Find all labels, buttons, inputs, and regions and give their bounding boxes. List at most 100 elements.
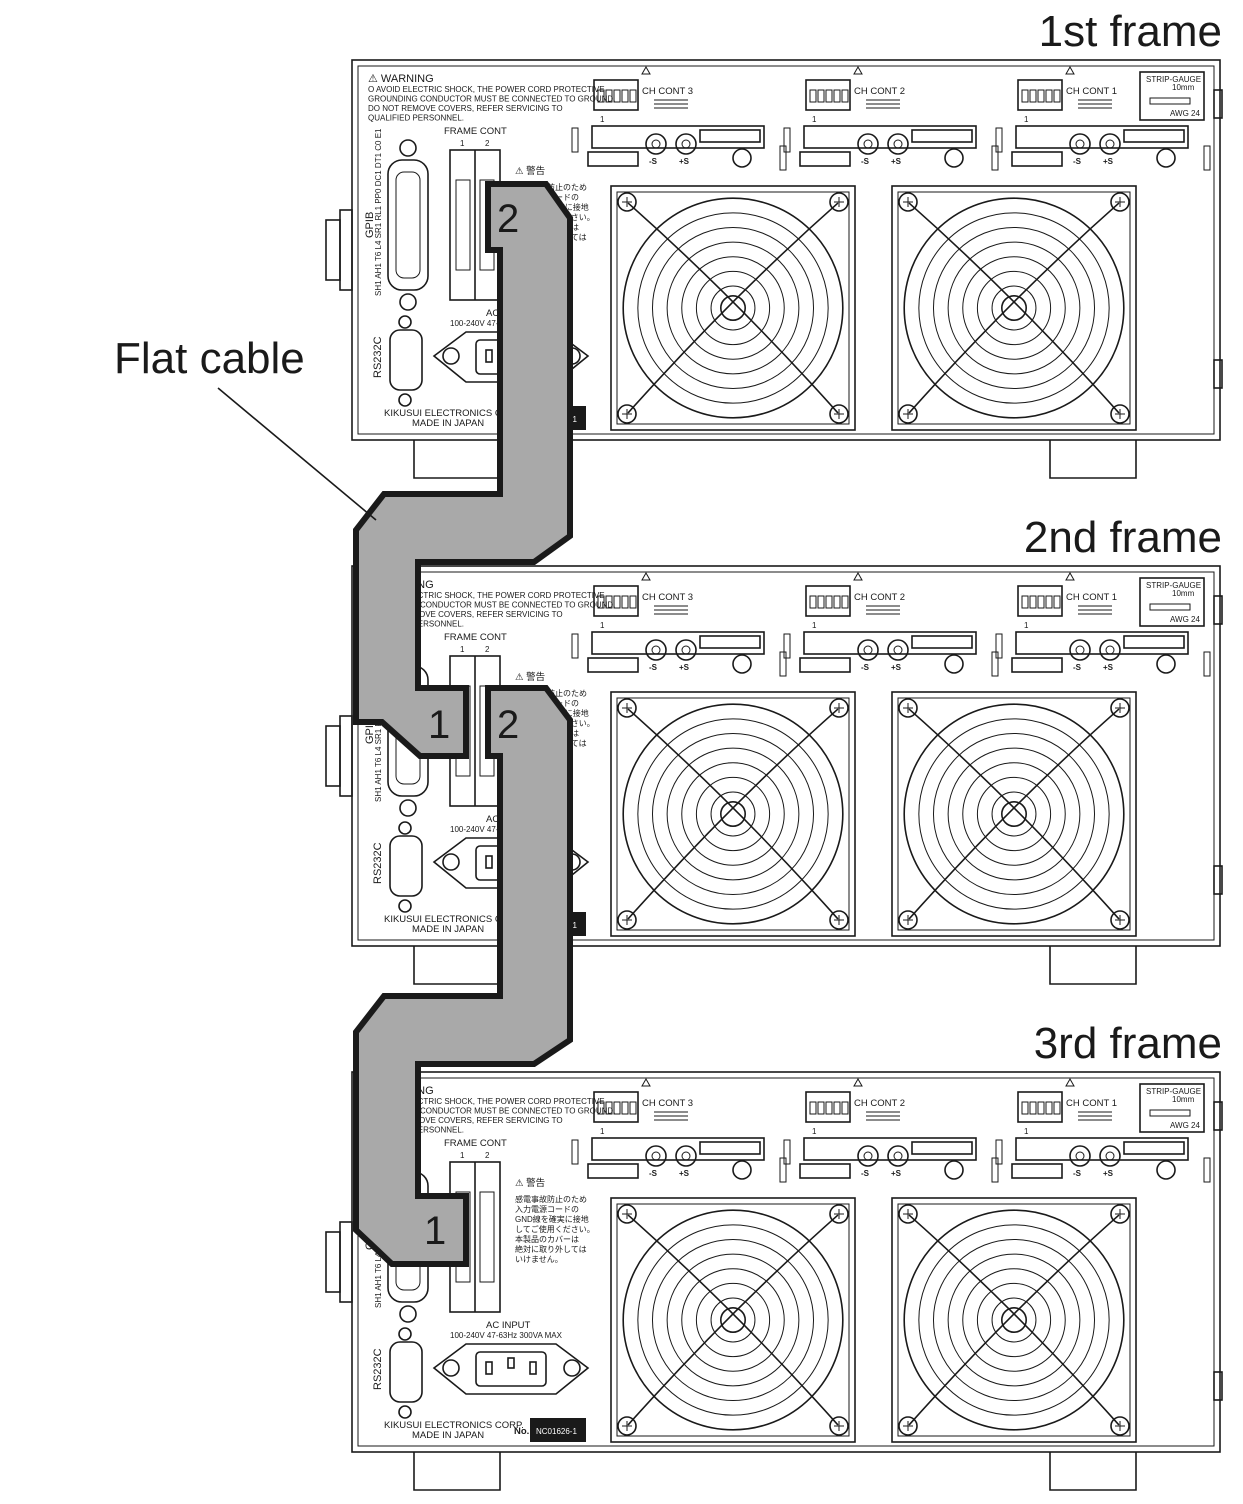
channel-index: 1 bbox=[1024, 115, 1029, 124]
channel-block-0-0: CH CONT 31-S+S bbox=[571, 65, 787, 171]
output-terminal bbox=[587, 657, 639, 673]
screw-icon bbox=[1110, 1204, 1130, 1224]
maker-name: KIKUSUI ELECTRONICS CORP. bbox=[384, 1420, 524, 1431]
sense-plus-label: +S bbox=[1103, 663, 1114, 672]
screw-icon bbox=[898, 192, 918, 212]
side-handle bbox=[325, 219, 341, 281]
output-terminal-block bbox=[591, 1137, 765, 1161]
side-handle bbox=[339, 1221, 353, 1303]
dip-switch bbox=[805, 585, 851, 617]
screw-icon bbox=[829, 404, 849, 424]
sense-plus-label: +S bbox=[891, 663, 902, 672]
channel-label: CH CONT 2 bbox=[854, 86, 905, 97]
channel-index: 1 bbox=[1024, 621, 1029, 630]
channel-block-2-1: CH CONT 21-S+S bbox=[783, 1077, 999, 1183]
sense-plus-terminal bbox=[887, 133, 909, 155]
channel-block-1-2: CH CONT 11-S+S bbox=[995, 571, 1211, 677]
screw-icon bbox=[1156, 654, 1176, 674]
screw-icon bbox=[398, 899, 412, 913]
channel-label: CH CONT 2 bbox=[854, 1098, 905, 1109]
frame-cont-port-1-label: 1 bbox=[460, 1151, 465, 1160]
fan-frame bbox=[610, 1197, 856, 1443]
screw-icon bbox=[1110, 698, 1130, 718]
screw-icon bbox=[399, 293, 417, 311]
screw-icon bbox=[829, 192, 849, 212]
fan-guard-ring bbox=[903, 703, 1125, 925]
fan-hub bbox=[1000, 294, 1027, 321]
sense-minus-label: -S bbox=[861, 157, 870, 166]
screw-icon bbox=[617, 698, 637, 718]
fan-frame bbox=[610, 185, 856, 431]
fan-frame bbox=[610, 691, 856, 937]
caution-icon bbox=[641, 571, 651, 581]
strip-gauge-slot bbox=[1149, 1109, 1191, 1117]
rs232c-label: RS232C bbox=[372, 336, 384, 378]
rs232c-label: RS232C bbox=[372, 1348, 384, 1390]
ac-inlet bbox=[432, 331, 590, 383]
caution-icon bbox=[853, 1077, 863, 1087]
cable-port-number: 1 bbox=[424, 1209, 446, 1253]
dip-switch bbox=[805, 1091, 851, 1123]
frame-cont-label: FRAME CONT bbox=[444, 1138, 507, 1149]
channel-label: CH CONT 1 bbox=[1066, 86, 1117, 97]
channel-label: CH CONT 2 bbox=[854, 592, 905, 603]
screw-icon bbox=[398, 393, 412, 407]
output-terminal-block bbox=[1015, 1137, 1189, 1161]
sense-plus-terminal bbox=[675, 639, 697, 661]
channel-index: 1 bbox=[812, 1127, 817, 1136]
jp-warning-line: 本製品のカバーは bbox=[515, 1234, 579, 1244]
screw-icon bbox=[732, 654, 752, 674]
strip-gauge bbox=[1139, 71, 1205, 121]
sense-minus-terminal bbox=[857, 1145, 879, 1167]
sense-plus-label: +S bbox=[679, 157, 690, 166]
screw-icon bbox=[442, 853, 460, 871]
screw-icon bbox=[442, 1359, 460, 1377]
output-terminal bbox=[1123, 129, 1185, 143]
handle-bracket bbox=[1213, 89, 1223, 119]
strip-gauge-length: 10mm bbox=[1172, 83, 1195, 92]
screw-icon bbox=[1110, 910, 1130, 930]
dip-switch bbox=[805, 79, 851, 111]
dip-switch bbox=[593, 585, 639, 617]
screw-icon bbox=[398, 1327, 412, 1341]
screw-icon bbox=[617, 1204, 637, 1224]
sense-minus-terminal bbox=[645, 133, 667, 155]
sense-plus-terminal bbox=[1099, 1145, 1121, 1167]
fan-frame bbox=[891, 691, 1137, 937]
sense-minus-terminal bbox=[857, 133, 879, 155]
foot bbox=[1049, 440, 1137, 479]
frame-cont-port-2 bbox=[479, 1191, 495, 1283]
fan-grille-wire bbox=[627, 708, 839, 920]
frame-cont-port-1-label: 1 bbox=[460, 645, 465, 654]
channel-label: CH CONT 3 bbox=[642, 86, 693, 97]
fan-hub bbox=[719, 800, 746, 827]
screw-icon bbox=[898, 404, 918, 424]
channel-index: 1 bbox=[812, 115, 817, 124]
frame-cont-port-1-label: 1 bbox=[460, 139, 465, 148]
frame-cont-port-2-label: 2 bbox=[485, 1151, 490, 1160]
fan-3 bbox=[610, 691, 856, 937]
dip-switch bbox=[1017, 585, 1063, 617]
sense-minus-label: -S bbox=[1073, 1169, 1082, 1178]
dip-switch bbox=[593, 79, 639, 111]
output-terminal-block bbox=[1015, 125, 1189, 149]
sense-plus-terminal bbox=[887, 639, 909, 661]
serial-prefix: No. bbox=[514, 1426, 529, 1437]
fan-guard-ring bbox=[622, 1209, 844, 1431]
frame-cont-port-1 bbox=[455, 179, 471, 271]
caution-icon bbox=[853, 65, 863, 75]
handle-bracket bbox=[1213, 865, 1223, 895]
foot bbox=[413, 1452, 501, 1491]
strip-gauge-label: STRIP-GAUGE bbox=[1146, 581, 1201, 590]
output-terminal bbox=[587, 151, 639, 167]
warning-line: O AVOID ELECTRIC SHOCK, THE POWER CORD P… bbox=[368, 591, 605, 600]
channel-block-1-1: CH CONT 21-S+S bbox=[783, 571, 999, 677]
screw-icon bbox=[1110, 404, 1130, 424]
fan-1 bbox=[610, 185, 856, 431]
jp-warning-title: ⚠ 警告 bbox=[515, 671, 545, 683]
output-terminal bbox=[1123, 1141, 1185, 1155]
foot bbox=[413, 946, 501, 985]
